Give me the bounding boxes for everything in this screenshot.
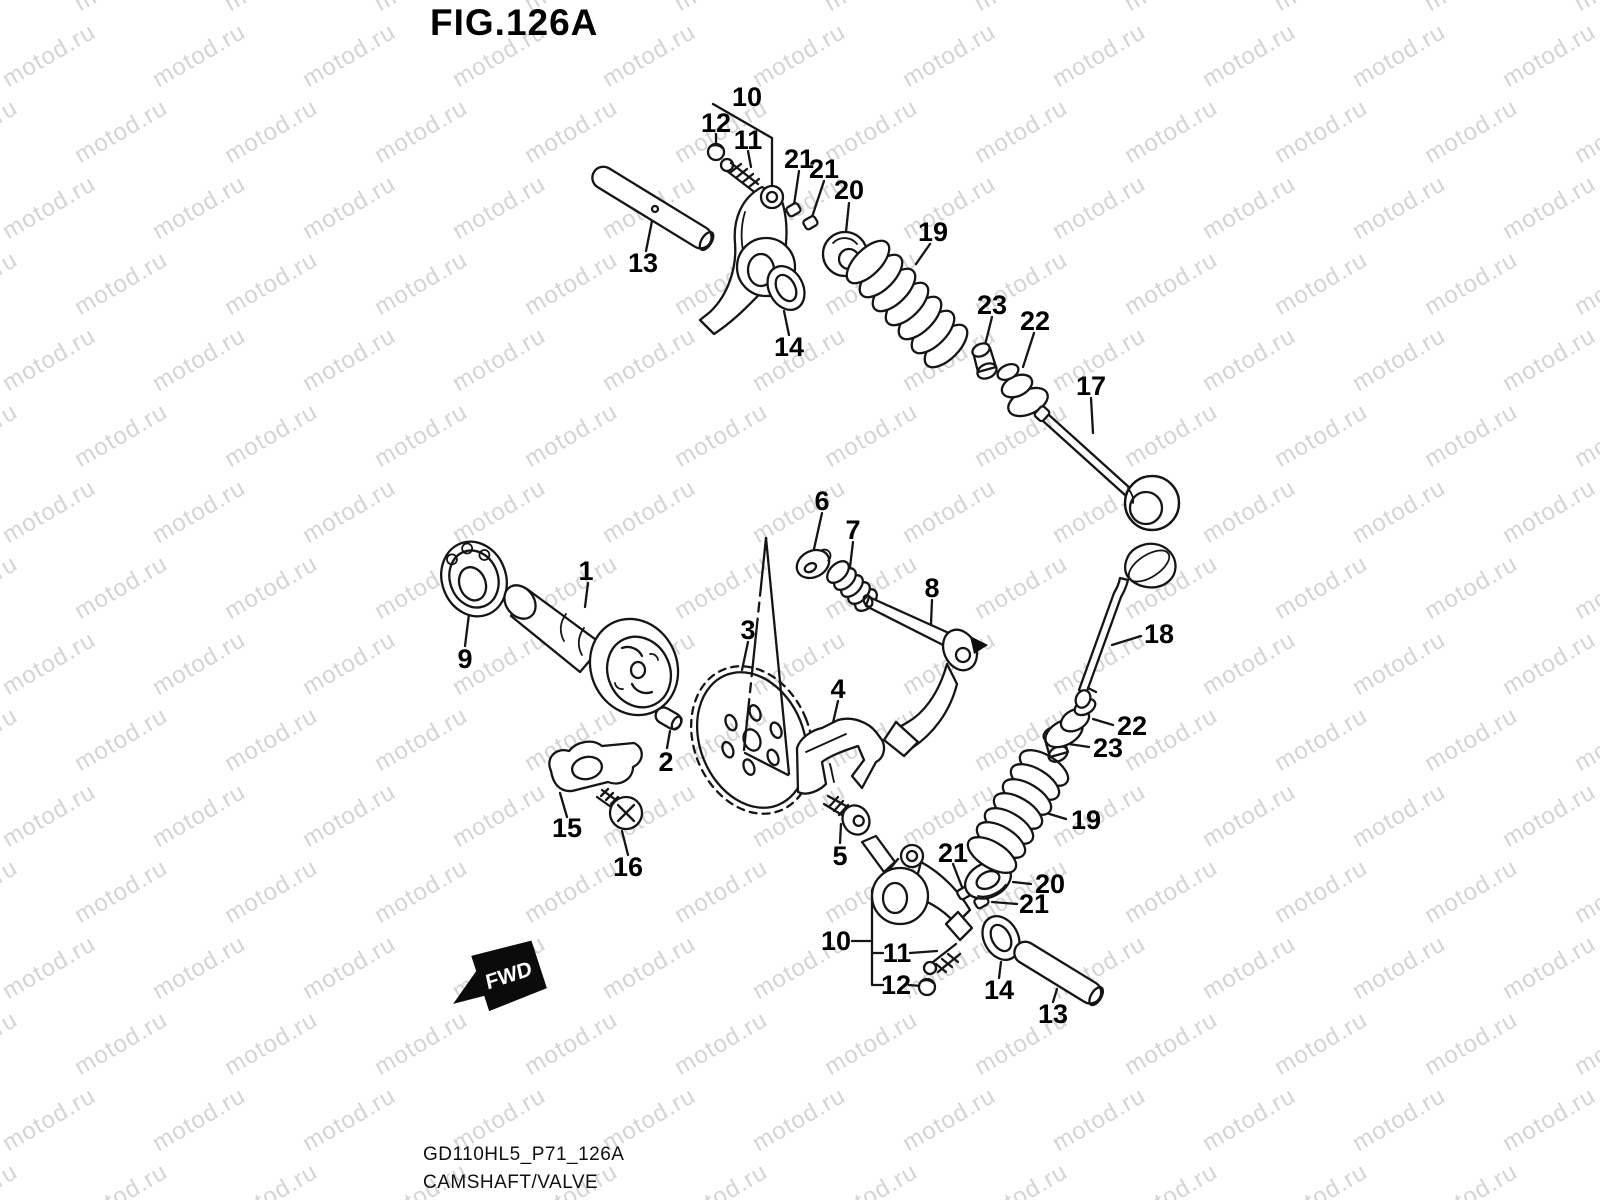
part-3-cam-sprocket	[690, 665, 814, 815]
part-callout-20: 20	[834, 175, 864, 205]
part-callout-23: 23	[977, 290, 1007, 320]
callout-labels: 1234567891010111112121313141415161718191…	[457, 82, 1174, 1029]
part-2-dowel-pin	[654, 706, 683, 731]
part-callout-9: 9	[457, 644, 472, 674]
part-11-adjust-screw-top	[719, 157, 761, 193]
figure-name: CAMSHAFT/VALVE	[423, 1172, 599, 1193]
part-callout-3: 3	[740, 615, 755, 645]
part-callout-13: 13	[1038, 999, 1068, 1029]
part-callout-20: 20	[1035, 869, 1065, 899]
part-21-valve-keepers-top	[785, 202, 819, 231]
part-19-valve-spring-top	[845, 239, 969, 369]
part-callout-21: 21	[1019, 889, 1049, 919]
part-callout-11: 11	[734, 125, 763, 155]
part-9-bearing	[440, 540, 508, 618]
part-18-intake-valve	[1074, 542, 1177, 709]
part-callout-19: 19	[1071, 805, 1101, 835]
catalog-code: GD110HL5_P71_126A	[423, 1144, 625, 1165]
part-6-decomp-plate	[795, 548, 832, 580]
part-15-stopper-bracket	[548, 740, 643, 793]
figure-title: FIG.126A	[430, 2, 599, 43]
part-callout-2: 2	[658, 747, 673, 777]
part-callout-5: 5	[832, 841, 847, 871]
part-17-exhaust-valve	[1033, 405, 1181, 532]
part-callout-16: 16	[613, 852, 643, 882]
part-callout-10: 10	[821, 926, 851, 956]
part-callout-21: 21	[809, 154, 839, 184]
part-14-washer-bottom	[981, 915, 1021, 961]
part-callout-12: 12	[701, 108, 731, 138]
part-callout-13: 13	[628, 248, 658, 278]
part-callout-1: 1	[578, 556, 593, 586]
page-footer: GD110HL5_P71_126A CAMSHAFT/VALVE	[423, 1144, 624, 1194]
part-callout-12: 12	[881, 970, 911, 1000]
part-callout-18: 18	[1144, 619, 1174, 649]
part-callout-19: 19	[918, 217, 948, 247]
part-10-rocker-arm-bottom	[860, 834, 974, 942]
part-callout-14: 14	[774, 332, 804, 362]
part-13-rocker-shaft-top	[591, 165, 715, 252]
part-4-cam-stopper	[795, 717, 886, 795]
part-callout-10: 10	[732, 82, 762, 112]
part-11-adjust-screw-bottom	[922, 942, 962, 976]
part-10-rocker-arm-top	[698, 184, 797, 336]
part-callout-7: 7	[845, 515, 860, 545]
leader-lines	[463, 102, 1143, 1004]
part-callout-15: 15	[552, 813, 582, 843]
part-callout-21: 21	[938, 838, 968, 868]
part-callout-11: 11	[883, 938, 912, 968]
part-14-washer-top	[766, 265, 806, 311]
part-callout-23: 23	[1093, 733, 1123, 763]
part-16-screw	[595, 787, 644, 831]
part-callout-22: 22	[1020, 306, 1050, 336]
part-callout-21: 21	[784, 144, 814, 174]
part-callout-14: 14	[984, 975, 1014, 1005]
part-5-bolt	[822, 794, 871, 836]
part-19-valve-spring-bottom	[966, 749, 1070, 874]
part-callout-8: 8	[924, 573, 939, 603]
part-8-decomp-shaft	[862, 594, 988, 758]
part-callout-4: 4	[830, 674, 845, 704]
part-12-locknut-bottom	[917, 977, 937, 997]
part-callout-22: 22	[1117, 711, 1147, 741]
part-12-locknut-top	[706, 142, 726, 162]
fwd-arrow: FWD	[453, 940, 547, 1012]
part-1-camshaft	[503, 584, 680, 717]
part-callout-17: 17	[1076, 371, 1106, 401]
part-23-stem-seal-top	[971, 342, 998, 380]
part-callout-6: 6	[814, 486, 829, 516]
part-13-rocker-shaft-bottom	[1013, 940, 1105, 1007]
